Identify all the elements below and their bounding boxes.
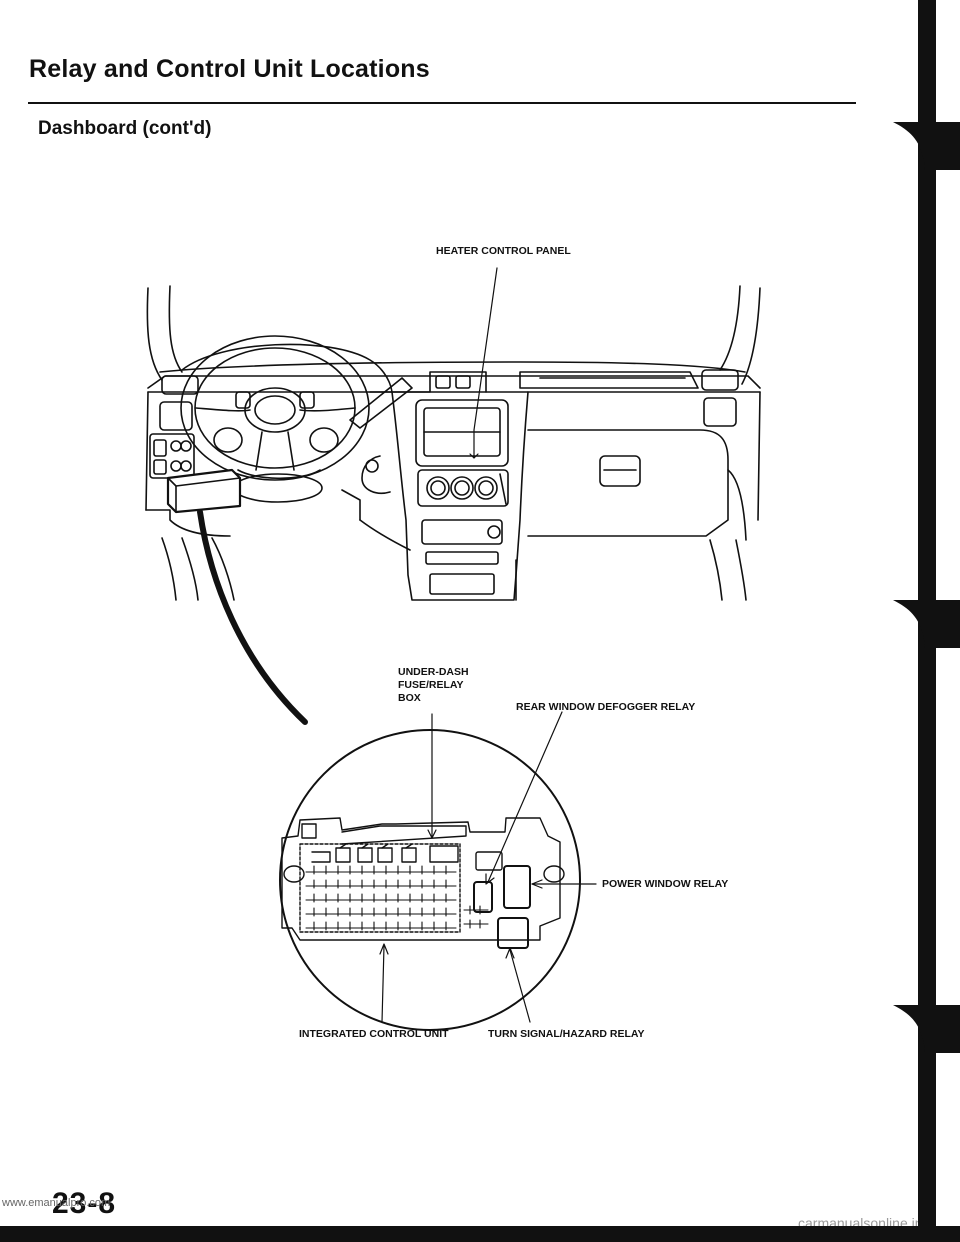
rear-defogger-relay-label: REAR WINDOW DEFOGGER RELAY (516, 701, 696, 713)
section-tab-marker (893, 1005, 960, 1053)
instrument-hood (181, 343, 487, 393)
watermark-left: www.emanualpro.com (2, 1197, 111, 1209)
heater-leader (469, 267, 498, 459)
section-tab-marker (893, 600, 960, 648)
section-tab-marker (893, 122, 960, 170)
page-number: 23-8 (52, 1187, 117, 1220)
detail-leaders (379, 711, 597, 1023)
fuse-box-detail (281, 817, 565, 949)
left-switch-panel (145, 433, 231, 537)
dash-pillars (146, 285, 761, 385)
page-title: Relay and Control Unit Locations (29, 55, 430, 83)
glove-box (527, 429, 747, 541)
under-dash-box-label: UNDER-DASH FUSE/RELAY BOX (398, 666, 469, 704)
integrated-control-unit-label: INTEGRATED CONTROL UNIT (299, 1028, 449, 1040)
under-dash-box-on-dash (166, 468, 242, 514)
section-title: Dashboard (cont'd) (38, 118, 212, 139)
turn-signal-relay-shape (497, 917, 529, 949)
power-window-relay-shape (503, 865, 531, 909)
rear-defogger-relay-shape (473, 881, 493, 913)
title-rule (28, 102, 856, 104)
fuse-rows (305, 865, 489, 931)
detail-leader-swoop (197, 509, 308, 725)
page-bottom-bar (0, 1226, 960, 1242)
center-console (341, 391, 529, 601)
turn-signal-relay-label: TURN SIGNAL/HAZARD RELAY (488, 1028, 645, 1040)
floor-lines (161, 519, 747, 601)
fuse-box-detail-circle (279, 729, 581, 1031)
power-window-relay-label: POWER WINDOW RELAY (602, 878, 729, 890)
heater-control-panel-label: HEATER CONTROL PANEL (436, 245, 571, 257)
